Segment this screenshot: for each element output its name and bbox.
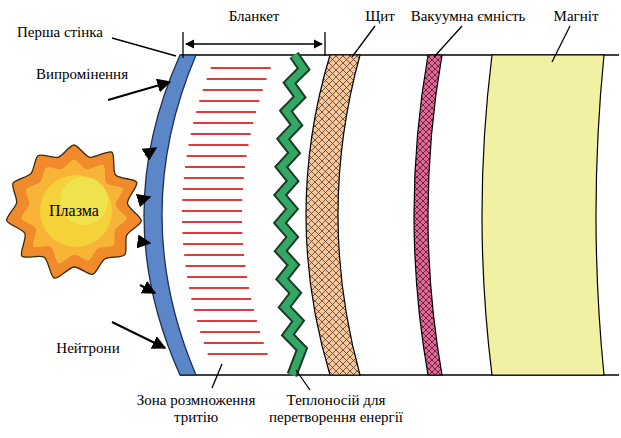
neutron-label: Нейтрони: [38, 340, 138, 357]
first-wall: [144, 55, 196, 375]
coolant-outline: [280, 55, 304, 375]
shield-band: [306, 55, 360, 375]
part-label: Вакуумна ємність: [403, 8, 533, 25]
leader-line: [212, 364, 222, 388]
part-label: Зона розмноження тритію: [126, 392, 266, 426]
breeding-line: [182, 199, 242, 201]
blanket-bracket: [186, 43, 322, 44]
flux-arrow: [112, 322, 165, 348]
breeding-line: [183, 243, 243, 245]
flux-arrow: [142, 242, 150, 243]
leader-lines: [112, 26, 570, 390]
part-label: Теплоносій для перетворення енергії: [256, 392, 416, 426]
breeding-line: [196, 111, 256, 113]
part-label: Перша стінка: [5, 24, 115, 41]
flux-arrow: [140, 197, 150, 200]
part-label: Магніт: [541, 8, 611, 25]
breeding-line: [200, 331, 260, 333]
reactor-layers: [144, 55, 619, 375]
breeding-line: [204, 342, 264, 344]
breeding-line: [208, 353, 268, 355]
breeding-line: [207, 78, 267, 80]
part-label: Щит: [355, 8, 405, 25]
leader-line: [112, 38, 176, 56]
flux-arrow: [108, 82, 170, 100]
leader-line: [296, 370, 310, 390]
radiation-label: Випромінення: [22, 66, 142, 83]
bracket-tick: [324, 32, 325, 56]
part-label: Бланкет: [209, 8, 299, 25]
flux-arrow: [145, 148, 156, 155]
bracket-tick: [182, 32, 183, 58]
leader-line: [434, 26, 462, 57]
breeding-line: [182, 221, 242, 223]
breeding-line: [189, 144, 249, 146]
breeding-line: [184, 177, 244, 179]
vacuum-vessel-band: [414, 55, 442, 375]
leader-line: [552, 26, 570, 62]
breeding-line: [184, 254, 244, 256]
coolant-band: [280, 55, 304, 375]
flux-arrow: [140, 285, 155, 293]
plasma-label: Плазма: [3, 202, 145, 220]
breeding-line: [191, 298, 251, 300]
breeding-line: [191, 133, 251, 135]
breeding-line: [197, 320, 257, 322]
breeding-line: [203, 89, 263, 91]
breeding-line: [185, 265, 245, 267]
breeding-line: [211, 67, 271, 69]
breeding-line: [185, 166, 245, 168]
breeding-line: [193, 122, 253, 124]
breeding-line: [187, 276, 247, 278]
leader-line: [352, 26, 375, 57]
breeding-line: [199, 100, 259, 102]
magnet-band: [482, 55, 604, 375]
breeding-line: [183, 188, 243, 190]
breeding-line: [182, 210, 242, 212]
breeding-line: [187, 155, 247, 157]
breeding-line: [182, 232, 242, 234]
breeding-line: [194, 309, 254, 311]
breeding-line: [189, 287, 249, 289]
plasma-shape: Плазма: [3, 140, 145, 282]
